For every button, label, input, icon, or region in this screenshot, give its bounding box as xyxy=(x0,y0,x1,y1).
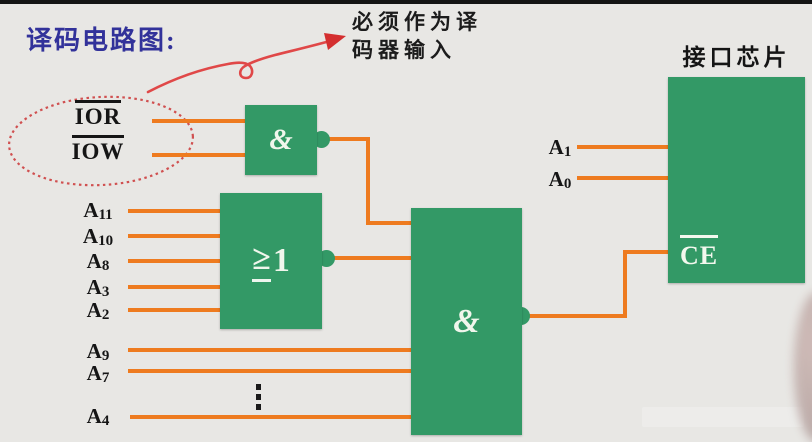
signal-label-a2: A2 xyxy=(86,298,110,323)
signal-label-a7: A7 xyxy=(86,361,110,386)
or-gate: ≥ 1 xyxy=(220,193,322,329)
annotation-note: 必须作为译 码器输入 xyxy=(352,8,482,64)
signal-label-a3: A3 xyxy=(86,275,110,300)
wire-a11 xyxy=(128,209,221,213)
and1-output-node xyxy=(313,131,330,148)
wire-iow xyxy=(152,153,245,157)
signal-label-a1: A1 xyxy=(548,135,572,160)
wire-or-out xyxy=(330,256,411,260)
iow-overline: IOW xyxy=(71,135,125,165)
watermark-area xyxy=(642,407,804,427)
wire-a8 xyxy=(128,259,221,263)
signal-label-a11: A11 xyxy=(83,198,113,223)
and-gate-1: & xyxy=(245,105,317,175)
wire-a2 xyxy=(128,308,221,312)
top-border xyxy=(0,0,812,4)
and-gate-2-label: & xyxy=(453,302,480,340)
wire-a1 xyxy=(577,145,668,149)
signal-label-iow: IOW xyxy=(64,135,132,165)
wire-ior xyxy=(152,119,245,123)
interface-chip: CE xyxy=(668,77,805,283)
wire-a9 xyxy=(128,348,411,352)
signal-label-a9: A9 xyxy=(86,339,110,364)
wire-a10 xyxy=(128,234,221,238)
wire-and1-out-v xyxy=(366,137,370,225)
chip-title: 接口芯片 xyxy=(682,45,791,70)
wire-and1-out-h2 xyxy=(366,221,411,225)
signal-label-a8: A8 xyxy=(86,249,110,274)
presenter-finger xyxy=(794,292,812,442)
ellipsis-dot xyxy=(256,384,261,390)
ce-pin-label: CE xyxy=(680,235,719,271)
wire-a4 xyxy=(130,415,411,419)
wire-a0 xyxy=(577,176,668,180)
annotation-line-2: 码器输入 xyxy=(352,38,456,62)
signal-label-a4: A4 xyxy=(86,404,110,429)
wire-and1-out-h1 xyxy=(322,137,370,141)
wire-and2-out-h1 xyxy=(520,314,627,318)
and-gate-2: & xyxy=(411,208,522,435)
annotation-line-1: 必须作为译 xyxy=(352,10,482,34)
ce-overline: CE xyxy=(680,235,719,271)
signal-label-a10: A10 xyxy=(82,224,114,249)
ellipsis-dot xyxy=(256,404,261,410)
wire-and2-out-h2 xyxy=(623,250,668,254)
ellipsis-dot xyxy=(256,394,261,400)
signal-label-ior: IOR xyxy=(64,100,132,130)
or-gate-num: 1 xyxy=(272,242,290,279)
signal-label-a0: A0 xyxy=(548,167,572,192)
ior-overline: IOR xyxy=(74,100,122,130)
or-output-node xyxy=(318,250,335,267)
or-gate-ge-symbol: ≥ xyxy=(252,240,271,282)
page-title: 译码电路图: xyxy=(26,26,177,55)
and-gate-1-label: & xyxy=(269,123,293,156)
wire-a7 xyxy=(128,369,411,373)
wire-a3 xyxy=(128,285,221,289)
wire-and2-out-v xyxy=(623,250,627,318)
